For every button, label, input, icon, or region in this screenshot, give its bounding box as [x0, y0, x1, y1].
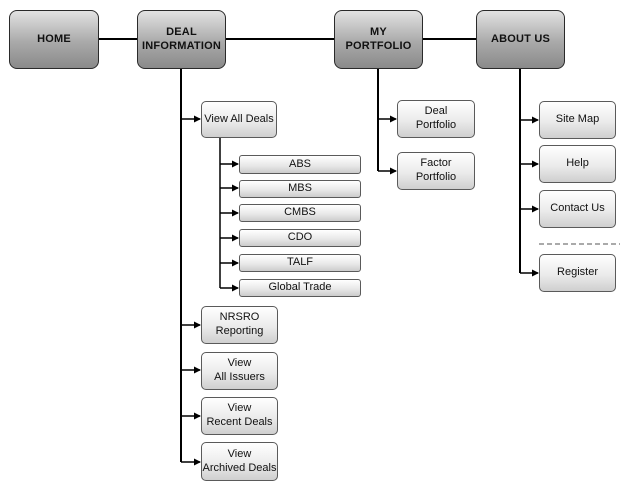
deal-type-cdo[interactable]: CDO	[239, 229, 361, 247]
deal-type-abs[interactable]: ABS	[239, 155, 361, 174]
nrsro-reporting-button[interactable]: NRSRO Reporting	[201, 306, 278, 344]
view-recent-deals-button[interactable]: View Recent Deals	[201, 397, 278, 435]
factor-portfolio-button[interactable]: Factor Portfolio	[397, 152, 475, 190]
help-button[interactable]: Help	[539, 145, 616, 183]
deal-type-mbs[interactable]: MBS	[239, 180, 361, 198]
deal-type-cmbs[interactable]: CMBS	[239, 204, 361, 222]
view-all-deals-button[interactable]: View All Deals	[201, 101, 277, 138]
view-archived-deals-button[interactable]: View Archived Deals	[201, 442, 278, 481]
nav-deal-information[interactable]: DEAL INFORMATION	[137, 10, 226, 69]
deal-type-global-trade[interactable]: Global Trade	[239, 279, 361, 297]
nav-about-us[interactable]: ABOUT US	[476, 10, 565, 69]
nav-home[interactable]: HOME	[9, 10, 99, 69]
view-all-issuers-button[interactable]: View All Issuers	[201, 352, 278, 390]
deal-type-talf[interactable]: TALF	[239, 254, 361, 272]
nav-my-portfolio[interactable]: MY PORTFOLIO	[334, 10, 423, 69]
deal-portfolio-button[interactable]: Deal Portfolio	[397, 100, 475, 138]
site-map-button[interactable]: Site Map	[539, 101, 616, 139]
register-button[interactable]: Register	[539, 254, 616, 292]
contact-us-button[interactable]: Contact Us	[539, 190, 616, 228]
